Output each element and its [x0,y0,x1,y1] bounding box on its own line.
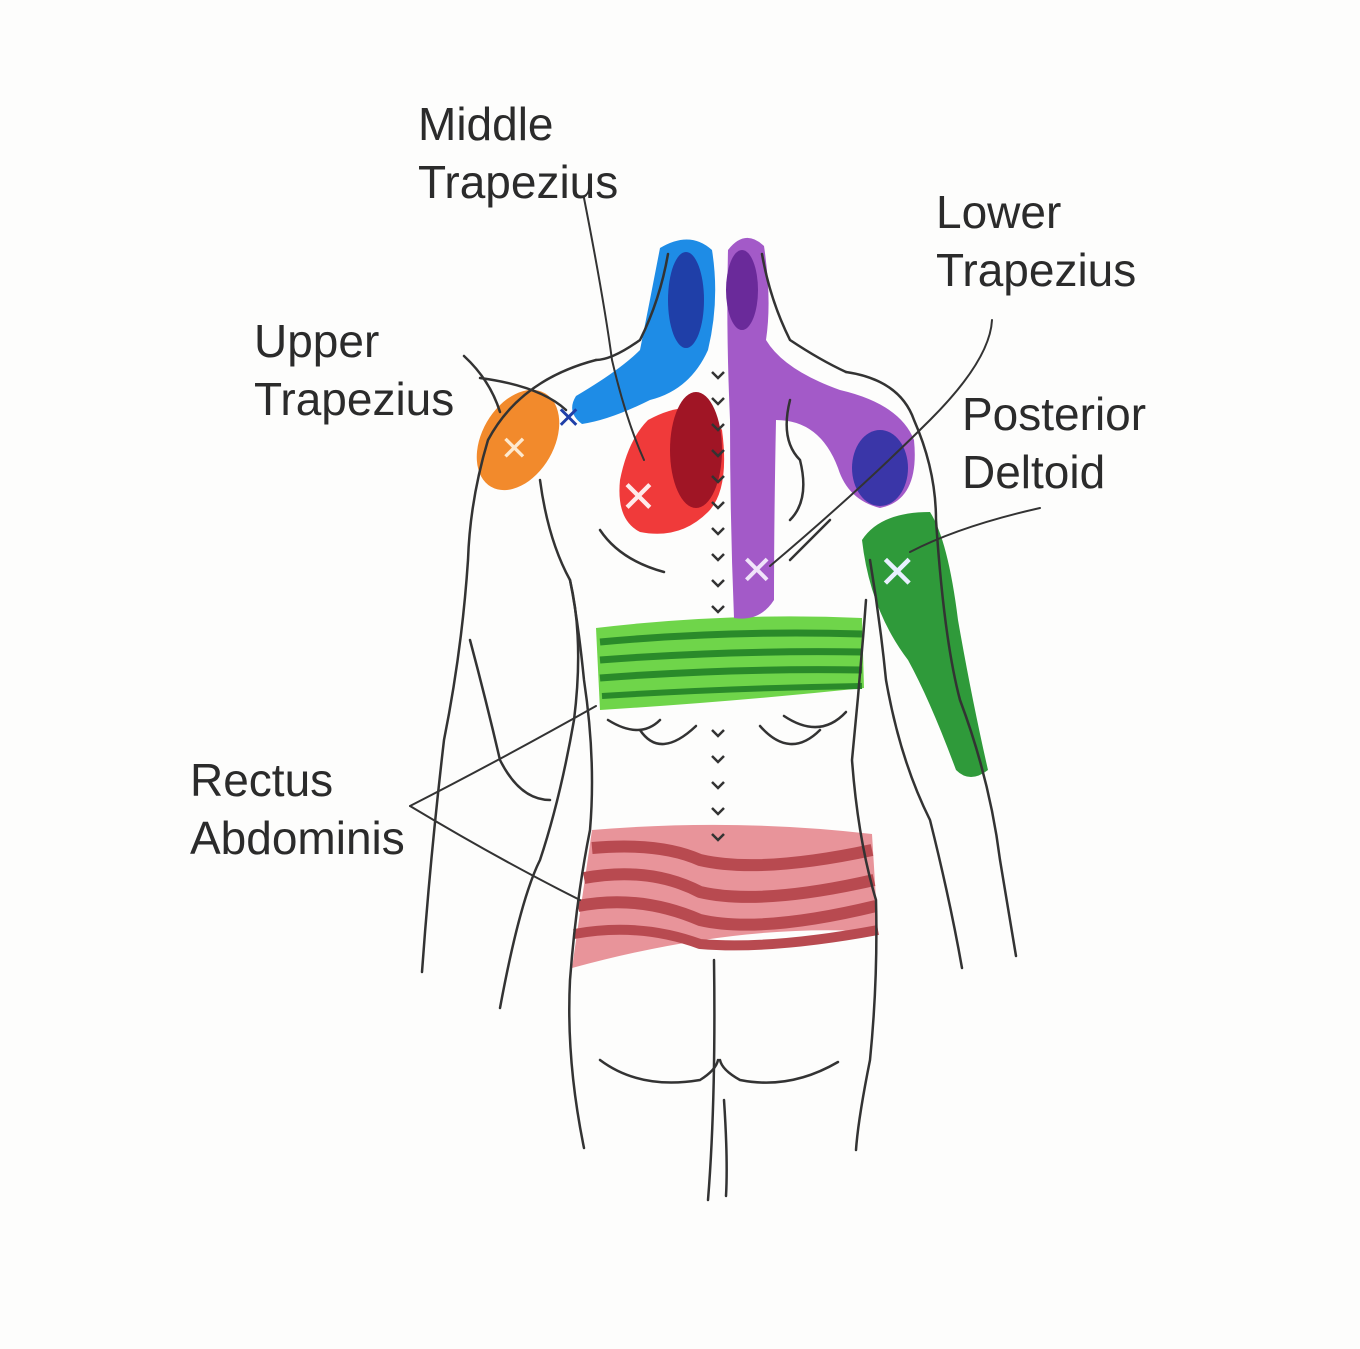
upper-trapezius-region: ✕ [476,389,560,491]
label-lower-trapezius: Lower Trapezius [936,183,1136,299]
label-line: Trapezius [936,244,1137,296]
label-line: Upper [254,315,380,367]
label-line: Lower [936,186,1062,238]
scapula-region: ✕ [619,392,725,534]
body-outline [409,197,1041,1202]
label-line: Abdominis [190,812,405,864]
lower-trapezius-region: ✕ [726,237,915,619]
trigger-point-mark: ✕ [740,548,774,594]
posterior-deltoid-region: ✕ [862,512,988,777]
label-line: Rectus [190,754,334,806]
label-line: Trapezius [254,373,455,425]
label-middle-trapezius: Middle Trapezius [418,95,618,211]
muscle-regions: ✕ ✕ ✕ ✕ [476,237,988,968]
spine-marks [711,371,725,842]
trigger-point-mark: ✕ [878,545,917,599]
label-line: Middle [418,98,554,150]
label-posterior-deltoid: Posterior Deltoid [962,385,1146,501]
trigger-point-mark: ✕ [500,429,529,469]
label-line: Deltoid [962,446,1106,498]
trigger-point-mark: ✕ [620,472,657,523]
trigger-point-mark: ✕ [556,401,581,436]
label-line: Posterior [962,388,1147,440]
label-rectus-abdominis: Rectus Abdominis [190,751,405,867]
mid-back-band [596,616,864,710]
label-line: Trapezius [418,156,619,208]
label-upper-trapezius: Upper Trapezius [254,312,454,428]
lower-back-band [572,824,879,968]
